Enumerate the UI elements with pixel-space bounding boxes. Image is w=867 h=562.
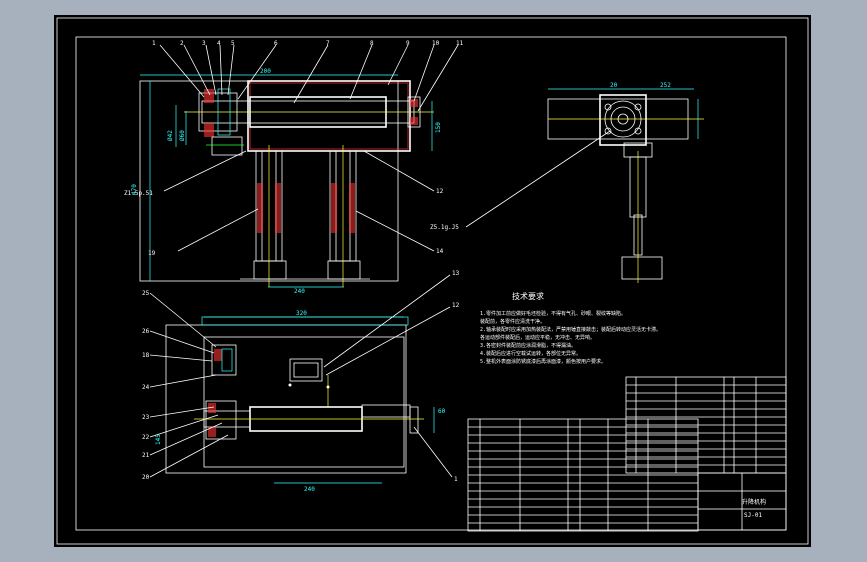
dim-right-bottom: 60 [438, 408, 446, 415]
br-callout-12: 12 [452, 302, 460, 309]
dim-side-b: 252 [660, 82, 671, 89]
callout-7: 7 [326, 40, 330, 47]
bl-callout-18: 18 [142, 352, 150, 359]
dim-vert-front: 470 [131, 184, 138, 195]
bl-callout-22: 22 [142, 434, 150, 441]
bl-callout-23: 23 [142, 414, 150, 421]
side-view [465, 88, 704, 283]
plan-view [149, 274, 453, 484]
callout-left-a: Z1.5p.51 [124, 190, 153, 197]
bl-callout-21: 21 [142, 452, 150, 459]
bl-callout-20: 20 [142, 474, 150, 481]
callout-2: 2 [180, 40, 184, 47]
callout-3: 3 [202, 40, 206, 47]
callout-8: 8 [370, 40, 374, 47]
front-view [139, 44, 459, 288]
callout-1: 1 [152, 40, 156, 47]
bl-callout-24: 24 [142, 384, 150, 391]
dim-top-width: 200 [260, 68, 271, 75]
title-block-code: SJ-01 [744, 512, 762, 519]
title-block-name: 升降机构 [742, 498, 766, 506]
tech-req-line-7: 5.整机外表面涂防锈底漆后再涂面漆，颜色按用户要求。 [480, 358, 606, 365]
tech-req-line-3: 2.轴承装配时应采用加热装配法，严禁用锤直接敲击；装配后转动应灵活无卡滞。 [480, 326, 661, 333]
dim-bottom-width: 320 [296, 310, 307, 317]
tech-req-title: 技术要求 [512, 291, 544, 301]
dim-small-a: Ø42 [167, 130, 174, 141]
dim-small-b: Ø60 [179, 130, 186, 141]
callout-right-14: 14 [436, 248, 444, 255]
side-view-callout: Z5.1g.J5 [430, 224, 459, 231]
bom-right [625, 376, 787, 474]
cad-drawing: 1 2 3 4 5 6 7 8 9 10 11 Z1.5p.51 19 12 1… [56, 17, 809, 545]
tech-req-line-2: 装配前，各零件应清洗干净。 [480, 318, 545, 325]
tech-req-line-1: 1.零件加工前应做好毛坯检验，不得有气孔、砂眼、裂纹等缺陷。 [480, 310, 626, 317]
outer-frame [56, 17, 809, 545]
bom-left [467, 418, 699, 532]
bl-callout-26: 26 [142, 328, 150, 335]
tech-req-line-6: 4.装配后应进行空载试运转，各部位无异常。 [480, 350, 581, 357]
callout-9: 9 [406, 40, 410, 47]
dim-bottom-inner: 240 [294, 288, 305, 295]
tech-req-line-5: 3.各密封件装配前应涂润滑脂，不得漏油。 [480, 342, 576, 349]
callout-left-b: 19 [148, 250, 156, 257]
drawing-sheet: 1 2 3 4 5 6 7 8 9 10 11 Z1.5p.51 19 12 1… [54, 15, 811, 547]
callout-11: 11 [456, 40, 464, 47]
dim-left-bottom: 145 [155, 434, 162, 445]
callout-5: 5 [231, 40, 235, 47]
tech-req-line-4: 各运动部件装配后，运动应平稳，无冲击、无异响。 [480, 334, 595, 341]
callout-10: 10 [432, 40, 440, 47]
dim-vert-right: 150 [435, 122, 442, 133]
callout-right-12: 12 [436, 188, 444, 195]
inner-frame [75, 36, 787, 531]
callout-6: 6 [274, 40, 278, 47]
dim-bottom-lower: 240 [304, 486, 315, 493]
callout-4: 4 [217, 40, 221, 47]
br-callout-1: 1 [454, 476, 458, 483]
dim-side-a: 20 [610, 82, 618, 89]
br-callout-13: 13 [452, 270, 460, 277]
bl-callout-25: 25 [142, 290, 150, 297]
